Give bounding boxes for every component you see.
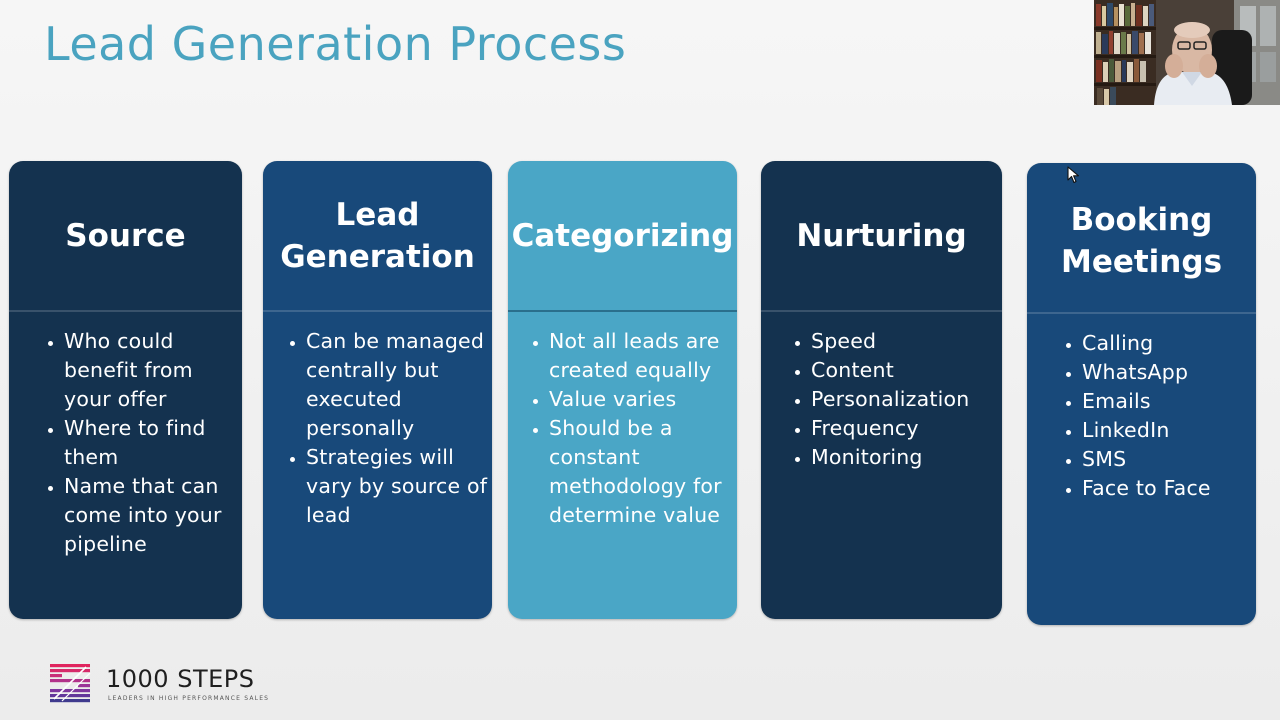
logo-tagline: LEADERS IN HIGH PERFORMANCE SALES xyxy=(108,695,270,702)
column-nurturing: Nurturing Speed Content Personalization … xyxy=(761,161,1002,619)
bullet-item: Speed xyxy=(811,327,998,356)
bullet-item: Name that can come into your pipeline xyxy=(64,472,238,559)
column-heading-box: Categorizing xyxy=(508,161,737,309)
bullet-item: Emails xyxy=(1082,387,1252,416)
column-divider xyxy=(1027,312,1256,314)
bullet-list: Can be managed centrally but executed pe… xyxy=(263,327,488,530)
column-heading: Nurturing xyxy=(796,218,967,254)
column-divider xyxy=(263,310,492,312)
bullet-item: Can be managed centrally but executed pe… xyxy=(306,327,488,443)
webcam-frame xyxy=(1094,0,1280,105)
column-heading-box: Lead Generation xyxy=(263,161,492,309)
column-heading: Lead Generation xyxy=(280,197,475,275)
bullet-item: Where to find them xyxy=(64,414,238,472)
column-lead-generation: Lead Generation Can be managed centrally… xyxy=(263,161,492,619)
bullet-item: Personalization xyxy=(811,385,998,414)
bullet-item: WhatsApp xyxy=(1082,358,1252,387)
mouse-pointer-icon xyxy=(1067,166,1080,184)
column-heading: Source xyxy=(65,218,186,254)
bullet-item: Not all leads are created equally xyxy=(549,327,733,385)
bullet-item: SMS xyxy=(1082,445,1252,474)
column-divider xyxy=(508,310,737,312)
bullet-item: Value varies xyxy=(549,385,733,414)
bullet-item: Face to Face xyxy=(1082,474,1252,503)
bullet-list: Who could benefit from your offer Where … xyxy=(9,327,238,559)
column-heading: Categorizing xyxy=(511,218,734,254)
column-divider xyxy=(761,310,1002,312)
column-heading-box: Nurturing xyxy=(761,161,1002,309)
bullet-item: Monitoring xyxy=(811,443,998,472)
column-divider xyxy=(9,310,242,312)
bullet-item: Content xyxy=(811,356,998,385)
column-source: Source Who could benefit from your offer… xyxy=(9,161,242,619)
bullet-item: Strategies will vary by source of lead xyxy=(306,443,488,530)
bullet-item: LinkedIn xyxy=(1082,416,1252,445)
bullet-list: Speed Content Personalization Frequency … xyxy=(761,327,998,472)
column-categorizing: Categorizing Not all leads are created e… xyxy=(508,161,737,619)
bullet-item: Who could benefit from your offer xyxy=(64,327,238,414)
column-heading-box: Booking Meetings xyxy=(1027,163,1256,311)
logo-brand-name: 1000 STEPS xyxy=(106,665,255,693)
column-booking-meetings: Booking Meetings Calling WhatsApp Emails… xyxy=(1027,163,1256,625)
presenter-webcam-video[interactable] xyxy=(1094,0,1280,105)
striped-s-logo-icon xyxy=(50,664,91,703)
bullet-list: Calling WhatsApp Emails LinkedIn SMS Fac… xyxy=(1027,329,1252,503)
column-heading-box: Source xyxy=(9,161,242,309)
slide-title: Lead Generation Process xyxy=(44,17,627,71)
company-logo: 1000 STEPS LEADERS IN HIGH PERFORMANCE S… xyxy=(48,663,268,707)
bullet-item: Should be a constant methodology for det… xyxy=(549,414,733,530)
column-heading: Booking Meetings xyxy=(1060,202,1223,280)
bullet-item: Calling xyxy=(1082,329,1252,358)
bullet-item: Frequency xyxy=(811,414,998,443)
bullet-list: Not all leads are created equally Value … xyxy=(508,327,733,530)
